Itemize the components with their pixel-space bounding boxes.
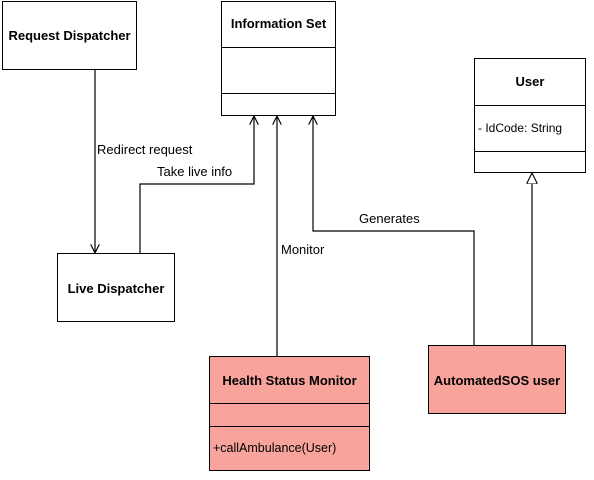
edge-label-generates: Generates [359,211,420,226]
class-live-dispatcher[interactable]: Live Dispatcher [57,253,175,322]
compartment-divider [222,93,335,94]
class-name: AutomatedSOS user [433,373,561,388]
class-health-status-monitor[interactable]: Health Status Monitor +callAmbulance(Use… [209,356,370,471]
class-user[interactable]: User - IdCode: String [474,58,586,173]
edge-label-monitor: Monitor [281,242,325,257]
compartment-divider [475,151,585,152]
class-automated-sos-user[interactable]: AutomatedSOS user [428,345,566,414]
class-method: +callAmbulance(User) [213,441,337,455]
class-name: Request Dispatcher [8,28,131,43]
class-attribute: - IdCode: String [478,121,563,135]
compartment-divider [475,105,585,106]
edge-generates [313,116,475,345]
compartment-divider [210,426,369,427]
compartment-divider [210,403,369,404]
edge-label-redirect-request: Redirect request [97,142,193,157]
class-name: Information Set [230,16,327,31]
edge-label-take-live-info: Take live info [157,164,233,179]
class-information-set[interactable]: Information Set [221,1,336,116]
class-name: Health Status Monitor [222,373,357,388]
class-request-dispatcher[interactable]: Request Dispatcher [2,1,137,70]
edge-take-live-info [139,116,254,253]
class-name: User [515,74,545,89]
compartment-divider [222,47,335,48]
class-name: Live Dispatcher [67,281,165,296]
